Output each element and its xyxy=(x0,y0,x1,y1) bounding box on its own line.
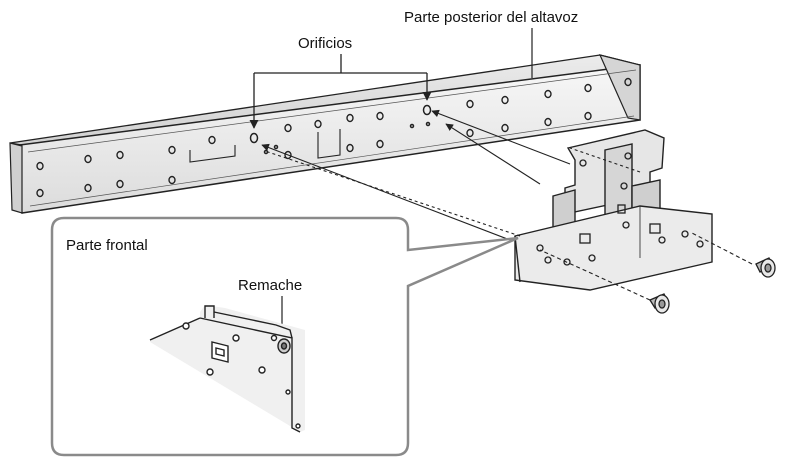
front-plate-detail xyxy=(149,305,305,433)
screw-right xyxy=(755,257,776,278)
rivet-label: Remache xyxy=(238,277,302,294)
screw-left xyxy=(649,293,670,314)
holes-leader xyxy=(249,54,432,129)
assembly-arrows xyxy=(261,109,753,301)
speaker-screw-holes xyxy=(36,77,632,198)
speaker-bar xyxy=(9,54,641,214)
speaker-recesses xyxy=(189,129,341,163)
bracket-holes xyxy=(536,152,704,266)
front-label: Parte frontal xyxy=(66,237,148,254)
speaker-back-label: Parte posterior del altavoz xyxy=(404,9,578,26)
holes-label: Orificios xyxy=(298,35,352,52)
